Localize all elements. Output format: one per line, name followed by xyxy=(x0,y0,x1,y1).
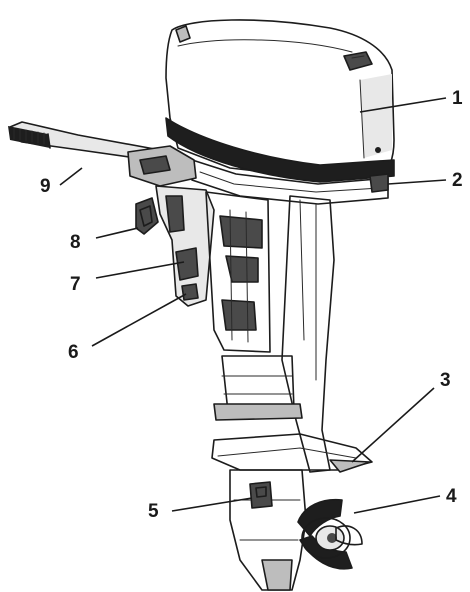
top-cowling xyxy=(165,19,395,183)
anti-cavitation-plate xyxy=(211,433,373,473)
callout-number-7: 7 xyxy=(70,274,81,295)
callout-number-6: 6 xyxy=(68,342,79,363)
outboard-motor-illustration xyxy=(8,19,395,591)
leader-6 xyxy=(91,293,187,347)
leader-4 xyxy=(353,495,441,514)
leader-3 xyxy=(351,387,435,463)
callout-number-9: 9 xyxy=(40,176,51,197)
propeller xyxy=(297,498,363,570)
callout-leaders xyxy=(59,97,447,514)
clamp-bracket-assembly xyxy=(127,145,271,353)
leader-7 xyxy=(95,261,185,279)
callout-number-5: 5 xyxy=(148,501,159,522)
callout-number-8: 8 xyxy=(70,232,81,253)
tiller-handle xyxy=(8,121,166,163)
bottom-cowling xyxy=(185,157,389,205)
leader-1 xyxy=(359,97,447,113)
callout-numbers: 1 2 3 4 5 6 7 8 9 xyxy=(40,88,463,522)
drive-shaft-housing xyxy=(213,195,335,473)
leader-5 xyxy=(171,497,253,512)
callout-number-1: 1 xyxy=(452,88,463,109)
callout-number-3: 3 xyxy=(440,370,451,391)
leader-8 xyxy=(95,227,139,239)
leader-2 xyxy=(387,179,447,185)
gear-case xyxy=(229,469,307,591)
leader-9 xyxy=(59,167,83,186)
callout-number-4: 4 xyxy=(446,486,457,507)
callout-number-2: 2 xyxy=(452,170,463,191)
